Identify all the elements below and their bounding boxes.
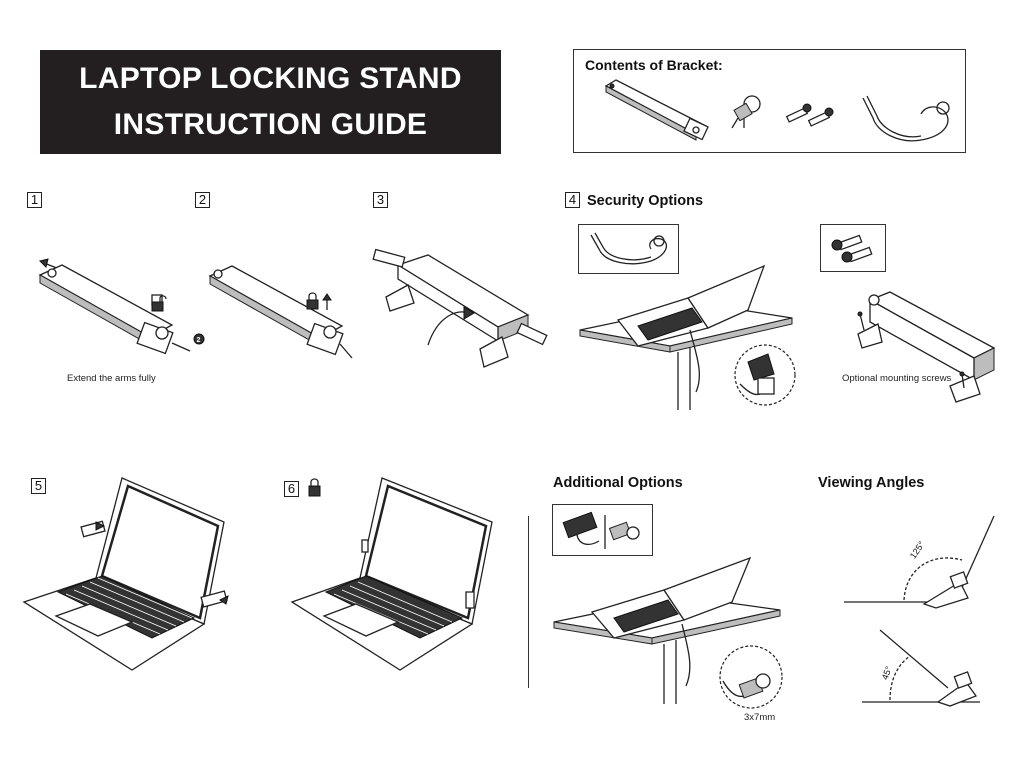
additional-caption: 3x7mm bbox=[744, 712, 776, 723]
step-1-caption: Extend the arms fully bbox=[67, 373, 156, 384]
step-2-illustration bbox=[208, 265, 353, 359]
step-1-number: 1 bbox=[27, 192, 42, 208]
step-2-number: 2 bbox=[195, 192, 210, 208]
viewing-angles-title: Viewing Angles bbox=[818, 475, 925, 491]
cable-lock-icon bbox=[862, 95, 950, 142]
key-icon bbox=[731, 95, 761, 129]
title-banner: LAPTOP LOCKING STAND INSTRUCTION GUIDE bbox=[40, 50, 501, 154]
screw-option-box bbox=[820, 224, 886, 272]
combination-lock-icon bbox=[562, 511, 640, 549]
viewing-angle-upper bbox=[844, 515, 995, 609]
step-6-laptop bbox=[290, 477, 493, 671]
step-3-number: 3 bbox=[373, 192, 388, 208]
bracket-icon bbox=[604, 79, 709, 141]
title-line-2: INSTRUCTION GUIDE bbox=[113, 108, 428, 141]
screw-icon bbox=[831, 234, 873, 263]
step-marker-2: 2 bbox=[197, 337, 201, 344]
additional-laptop-table bbox=[553, 556, 781, 704]
step-4-mounted-bracket bbox=[857, 291, 996, 403]
screw-icon bbox=[785, 103, 834, 127]
additional-options-title: Additional Options bbox=[553, 475, 683, 491]
unlock-icon bbox=[151, 295, 167, 312]
title-line-1: LAPTOP LOCKING STAND bbox=[79, 62, 462, 95]
additional-zoom-detail bbox=[719, 645, 783, 709]
lock-icon bbox=[306, 292, 332, 310]
step-1-illustration: 2 bbox=[38, 258, 205, 355]
step-4-number: 4 bbox=[565, 192, 580, 208]
step-5-laptop bbox=[22, 477, 229, 671]
step-4-title: Security Options bbox=[587, 193, 704, 209]
step-4-zoom-detail bbox=[734, 344, 796, 406]
lock-icon bbox=[308, 478, 321, 497]
step-4-laptop-table bbox=[579, 264, 793, 410]
step-4-caption: Optional mounting screws bbox=[842, 373, 952, 384]
contents-title: Contents of Bracket: bbox=[585, 57, 723, 73]
step-5-number: 5 bbox=[31, 478, 46, 494]
additional-option-box bbox=[552, 504, 653, 556]
step-3-illustration bbox=[372, 248, 548, 368]
contents-panel: Contents of Bracket: bbox=[573, 49, 966, 153]
viewing-angle-lower bbox=[862, 629, 980, 707]
step-6-number: 6 bbox=[284, 481, 299, 497]
cable-lock-icon bbox=[590, 232, 668, 265]
section-divider bbox=[528, 516, 529, 688]
cable-option-box bbox=[578, 224, 679, 274]
